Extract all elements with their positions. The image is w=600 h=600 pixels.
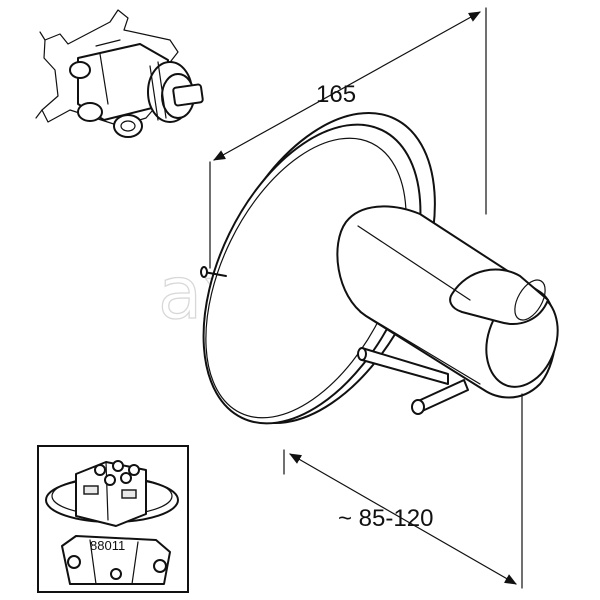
- wall-pin: [200, 266, 227, 278]
- diameter-dimension: 165: [209, 7, 487, 269]
- mixer-handle: [336, 205, 559, 415]
- inset-box: 88011: [37, 445, 189, 593]
- projection-dimension: ~ 85-120: [283, 393, 523, 589]
- projection-label: ~ 85-120: [338, 505, 433, 532]
- diameter-label: 165: [316, 81, 356, 108]
- inset-part-number: 88011: [90, 538, 125, 553]
- valve-body-illustration: [35, 9, 204, 138]
